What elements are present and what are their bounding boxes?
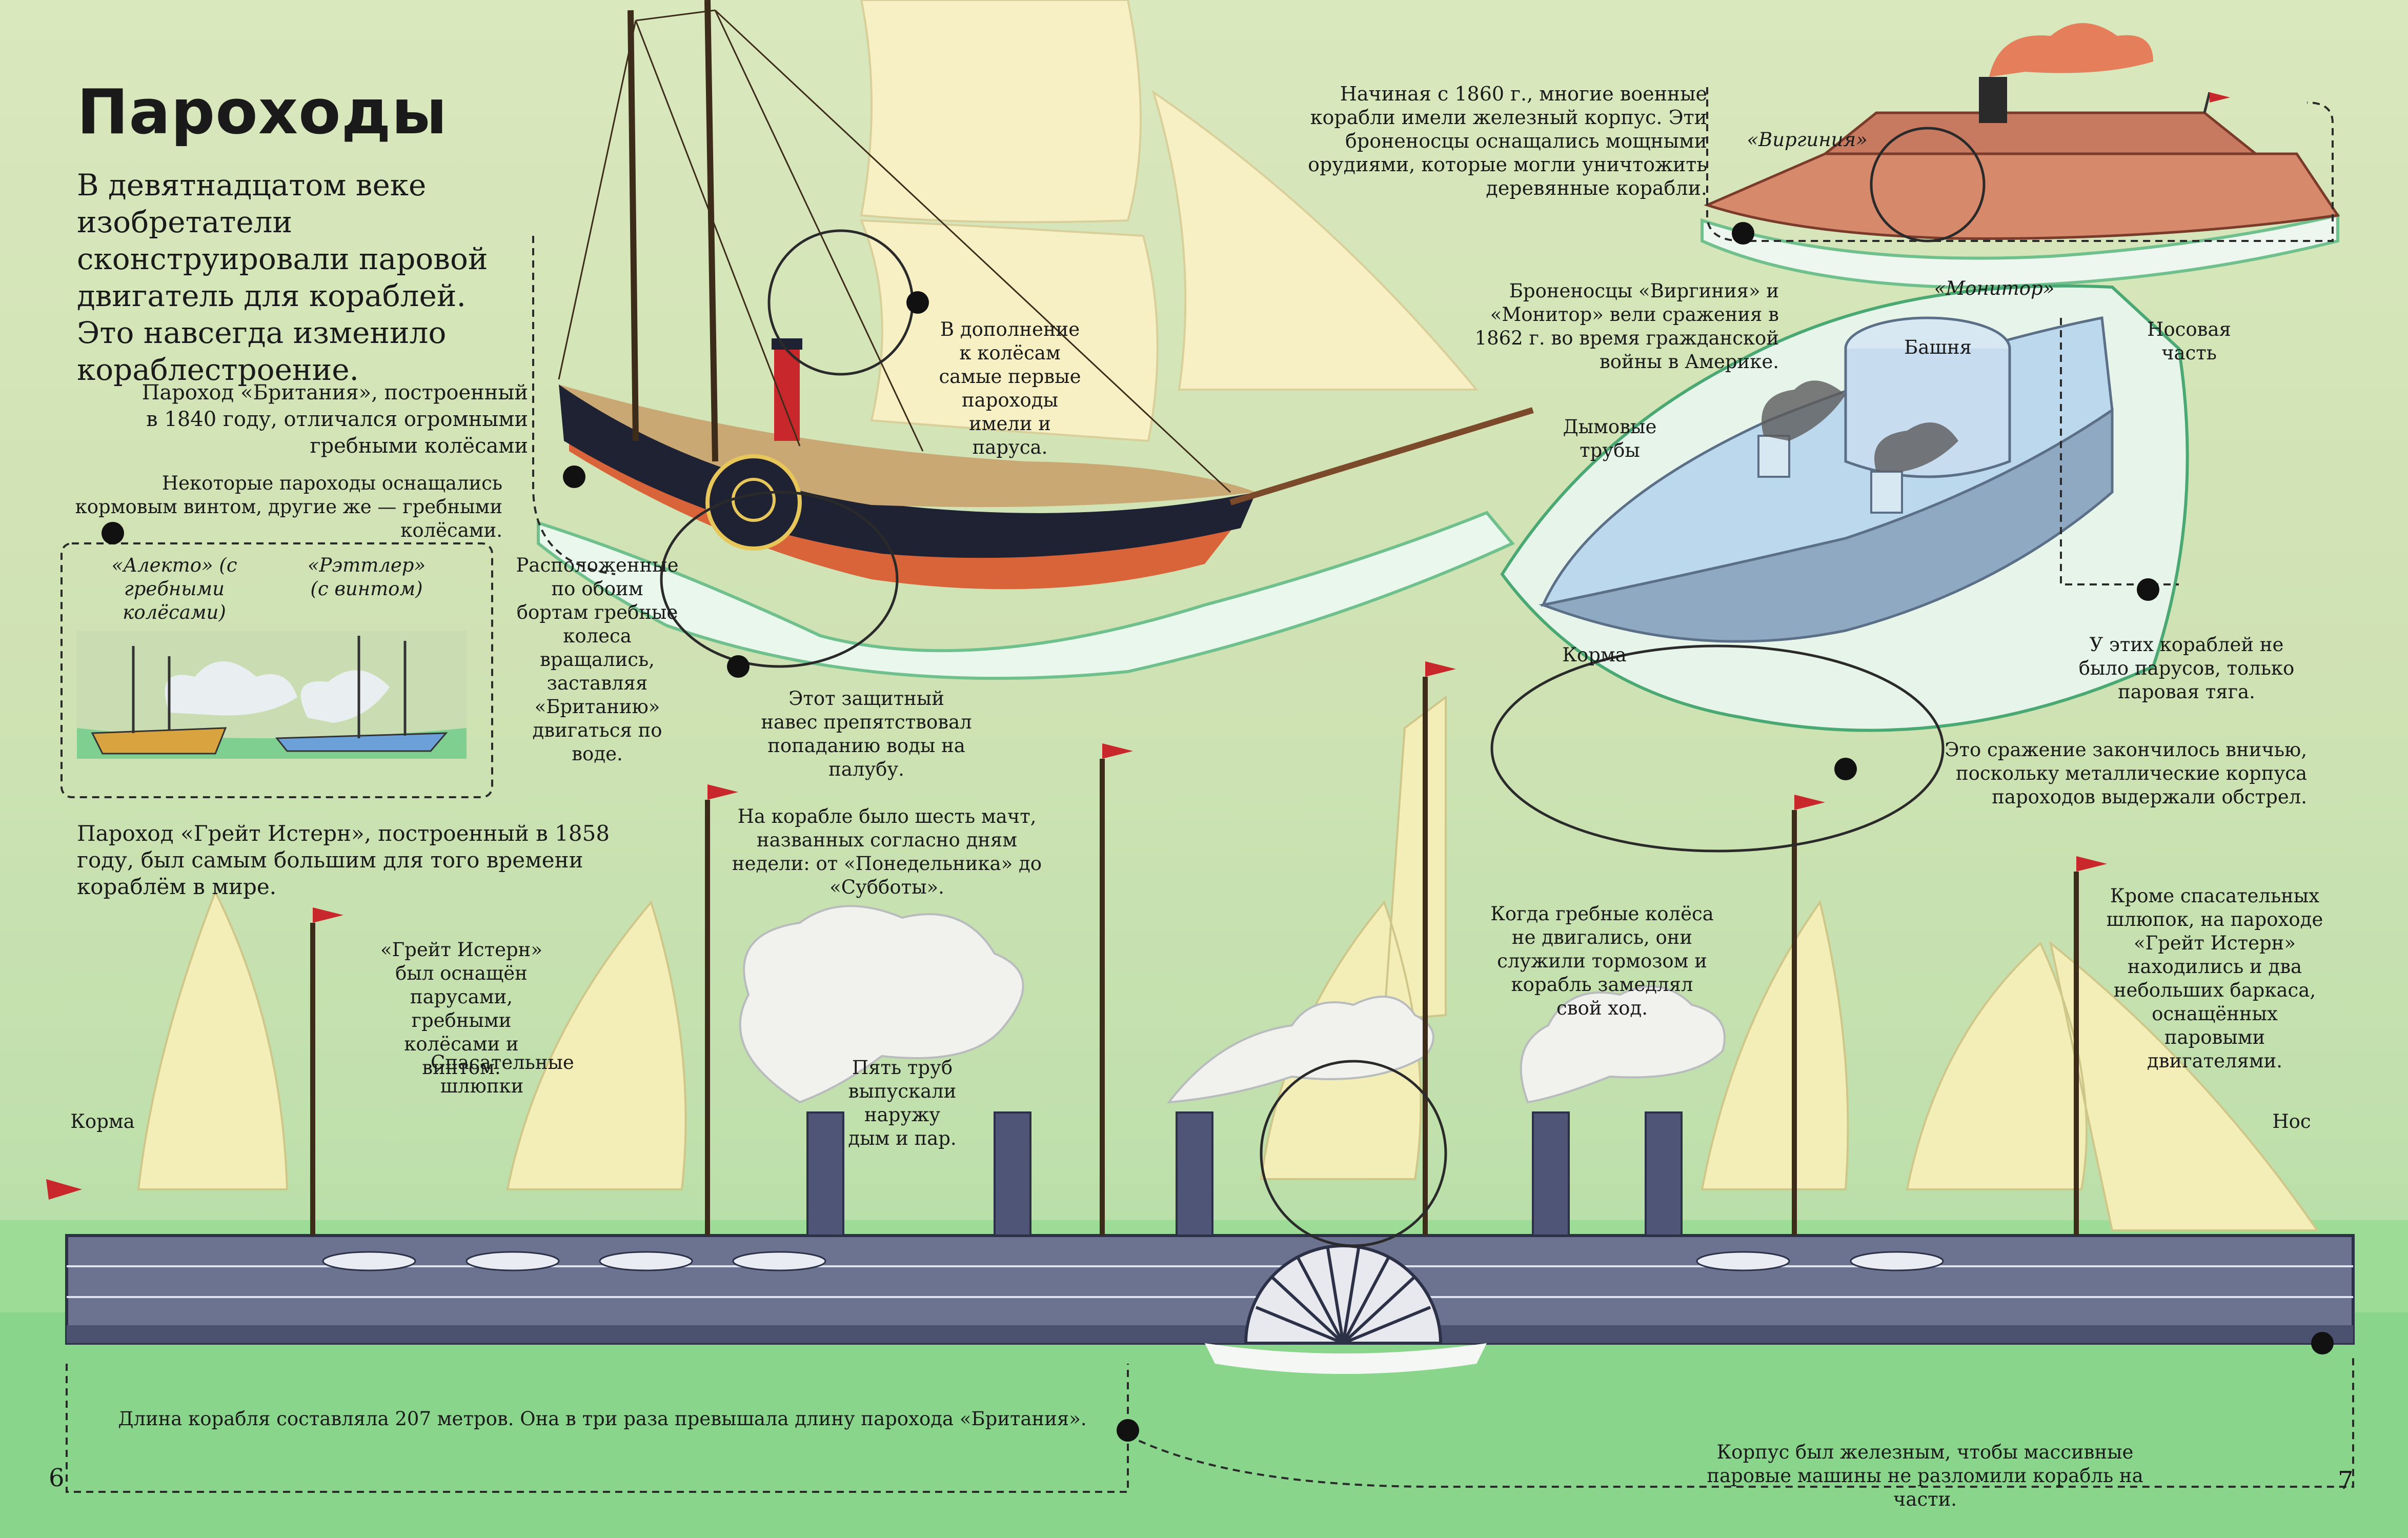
monitor-funnels-label: Дымовые трубы <box>1563 416 1657 461</box>
monitor-smoke <box>1762 380 1958 472</box>
callout-pins <box>102 222 2334 1442</box>
turret-label: Башня <box>1904 336 1972 358</box>
britannia-wheels-note: Расположенные по обоим бортам гребные ко… <box>516 554 679 765</box>
monitor-funnel-1 <box>1757 435 1790 478</box>
intro-text: В девятнадцатом веке изобретатели сконст… <box>77 168 488 387</box>
monitor-hull <box>1539 408 2114 643</box>
ironclads-no-sails-note: У этих кораблей не было парусов, только … <box>2078 634 2295 703</box>
britannia-canopy-note: Этот защитный навес препятствовал попада… <box>761 687 972 780</box>
rattler-label: «Рэттлер» (с винтом) <box>307 554 426 600</box>
alecto-hull <box>91 727 227 755</box>
britannia-sails-note: В дополнение к колёсам самые первые паро… <box>939 318 1081 458</box>
great-eastern-equipment-note: «Грейт Истерн» был оснащён парусами, гре… <box>380 939 542 1079</box>
monitor-funnel-2 <box>1870 471 1903 514</box>
great-eastern-masts <box>310 677 2079 1236</box>
virginia-hull <box>1703 152 2340 240</box>
sea-lower <box>0 1312 2408 1538</box>
ironclads-battle-note: Броненосцы «Виргиния» и «Монитор» вели с… <box>1474 280 1779 373</box>
great-eastern-caption: Пароход «Грейт Истерн», построенный в 18… <box>77 821 610 899</box>
great-eastern-illustration <box>46 661 2355 1374</box>
rattler-hull <box>275 732 448 752</box>
britannia-paddle-box <box>705 454 802 551</box>
britannia-mast-1 <box>628 10 639 441</box>
great-eastern-masts-note: На корабле было шесть мачт, названных со… <box>732 805 1042 898</box>
monitor-illustration <box>1500 284 2189 732</box>
great-eastern-flags <box>46 661 2107 1200</box>
great-eastern-keel <box>67 1325 2353 1343</box>
britannia-jib <box>1151 90 1479 391</box>
page-number-right: 7 <box>2338 1466 2354 1495</box>
britannia-bowsprit <box>1229 407 1534 505</box>
great-eastern-stern-label: Корма <box>70 1110 135 1132</box>
britannia-rigging <box>558 9 1231 493</box>
page-number-left: 6 <box>49 1464 65 1492</box>
great-eastern-launches-note: Кроме спасательных шлюпок, на пароходе «… <box>2106 885 2323 1072</box>
great-eastern-sails-left <box>137 889 687 1190</box>
virginia-funnel <box>1979 77 2007 123</box>
virginia-smoke <box>1989 23 2153 77</box>
virginia-label: «Виргиния» <box>1747 129 1868 151</box>
great-eastern-funnels <box>806 1111 1683 1237</box>
britannia-caption: Пароход «Британия», построенный в 1840 г… <box>141 381 528 458</box>
great-eastern-brake-note: Когда гребные колёса не двигались, они с… <box>1490 903 1714 1019</box>
great-eastern-bow-label: Нос <box>2272 1110 2311 1132</box>
virginia-casemate <box>1821 111 2260 155</box>
monitor-bow-label: Носовая часть <box>2147 318 2231 364</box>
great-eastern-hull-note: Корпус был железным, чтобы массивные пар… <box>1707 1441 2143 1510</box>
alecto-label: «Алекто» (с гребными колёсами) <box>111 554 237 623</box>
lifeboats-label: Спасательные шлюпки <box>431 1051 574 1097</box>
britannia-illustration <box>537 0 1534 680</box>
inset-smoke <box>165 661 390 723</box>
great-eastern-smoke <box>739 905 1726 1104</box>
britannia-deck <box>559 385 1256 508</box>
britannia-sea-spray <box>537 511 1515 680</box>
propulsion-note: Некоторые пароходы оснащались кормовым в… <box>75 472 502 541</box>
monitor-stern-label: Корма <box>1562 644 1627 666</box>
virginia-sea <box>1701 213 2339 289</box>
great-eastern-sails-right <box>1701 900 2319 1231</box>
great-eastern-wake <box>1205 1343 1487 1374</box>
ironclads-intro: Начиная с 1860 г., многие военные корабл… <box>1308 83 1707 199</box>
britannia-mast-2 <box>704 0 718 462</box>
great-eastern-paddle-wheel <box>1244 1244 1443 1345</box>
monitor-label: «Монитор» <box>1934 277 2055 299</box>
page-title: Пароходы <box>77 77 448 148</box>
great-eastern-sails-mid <box>1260 695 1447 1180</box>
great-eastern-lifeboats <box>322 1251 1944 1271</box>
britannia-sail-1 <box>860 0 1142 224</box>
ironclads-draw-note: Это сражение закончилось вничью, посколь… <box>1945 739 2307 808</box>
alecto-rattler-illustration <box>77 631 467 759</box>
virginia-illustration <box>1701 23 2340 289</box>
great-eastern-length-note: Длина корабля составляла 207 метров. Она… <box>118 1408 1087 1430</box>
great-eastern-funnels-note: Пять труб выпускали наружу дым и пар. <box>848 1057 957 1149</box>
